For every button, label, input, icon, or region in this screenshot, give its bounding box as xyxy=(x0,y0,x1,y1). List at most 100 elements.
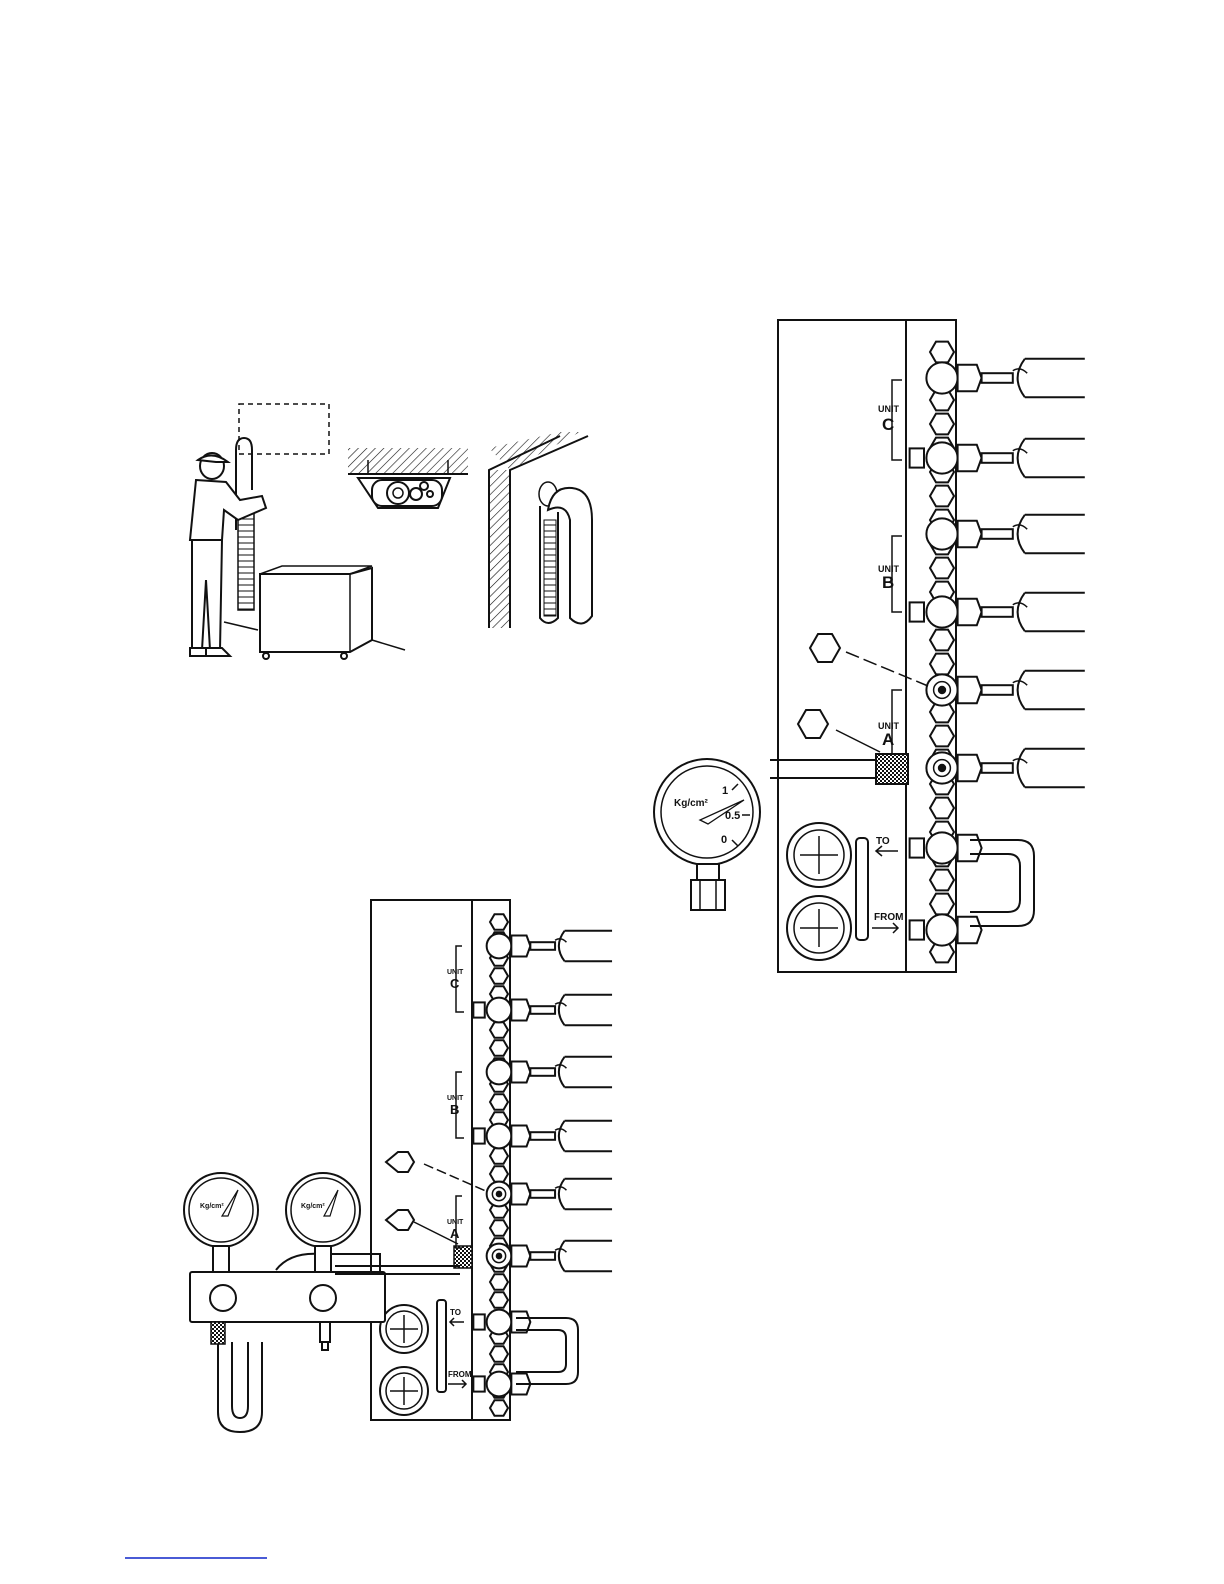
refrigerant-pipe xyxy=(1018,359,1085,397)
flare-nut xyxy=(958,917,982,943)
flare-nut xyxy=(958,445,982,471)
valve-body[interactable] xyxy=(487,1060,512,1085)
valve-body[interactable] xyxy=(926,442,957,473)
wall-penetration-detail xyxy=(489,432,592,628)
flare-nut xyxy=(511,1184,530,1205)
flare-nut xyxy=(511,1000,530,1021)
pipe-bend xyxy=(555,1129,566,1132)
hex-nut xyxy=(930,870,954,891)
pipe-stub xyxy=(982,685,1013,695)
pipe-stub xyxy=(530,942,555,950)
valve-body[interactable] xyxy=(926,518,957,549)
hex-nut xyxy=(490,1346,508,1362)
flare-nut xyxy=(910,838,924,857)
hex-nut xyxy=(490,1022,508,1038)
valve-body[interactable] xyxy=(926,914,957,945)
valve-body[interactable] xyxy=(487,934,512,959)
pipe-bend xyxy=(1013,449,1027,453)
pipe-stub xyxy=(982,373,1013,383)
gauge-left-unit: Kg/cm² xyxy=(200,1203,224,1210)
pipe-bend xyxy=(555,1249,566,1252)
valve-core-pin xyxy=(938,764,946,772)
hex-nut xyxy=(490,1094,508,1110)
pipe-stub xyxy=(982,607,1013,617)
pipe-stub xyxy=(982,529,1013,539)
pipe-cross-section xyxy=(348,448,468,508)
valve-body[interactable] xyxy=(487,1372,512,1397)
hex-nut xyxy=(930,894,954,915)
hex-nut xyxy=(930,726,954,747)
svg-text:C: C xyxy=(450,976,460,991)
refrigerant-pipe xyxy=(1018,749,1085,787)
valve-core-pin xyxy=(496,1253,503,1260)
hex-nut xyxy=(930,654,954,675)
pressure-gauge-left xyxy=(184,1173,258,1247)
valve-body[interactable] xyxy=(926,596,957,627)
pipe-bend xyxy=(1013,369,1027,373)
flare-nut xyxy=(958,599,982,625)
hex-nut xyxy=(930,342,954,363)
flare-nut xyxy=(473,1314,484,1329)
pressure-check-diagram: UNIT C UNIT B UNIT A TO FROM xyxy=(654,320,1085,972)
refrigerant-pipe xyxy=(559,931,612,961)
flare-nut xyxy=(958,677,982,703)
flare-nut xyxy=(511,1062,530,1083)
refrigerant-pipe xyxy=(1018,593,1085,631)
valve-body[interactable] xyxy=(487,998,512,1023)
svg-text:UNIT: UNIT xyxy=(447,1219,464,1226)
valve-body[interactable] xyxy=(926,362,957,393)
installation-illustration xyxy=(190,404,592,659)
pipe-stub xyxy=(530,1252,555,1260)
svg-text:UNIT: UNIT xyxy=(878,404,899,414)
flare-nut xyxy=(473,1128,484,1143)
refrigerant-pipe xyxy=(559,995,612,1025)
pipe-bend xyxy=(555,1003,566,1006)
svg-text:C: C xyxy=(882,415,894,434)
compound-gauge: Kg/cm² 1 0.5 0 xyxy=(654,759,760,910)
refrigerant-pipe xyxy=(1018,439,1085,477)
hex-nut xyxy=(490,1220,508,1236)
manifold-knob-high[interactable] xyxy=(310,1285,336,1311)
svg-text:UNIT: UNIT xyxy=(447,969,464,976)
flare-nut xyxy=(511,1126,530,1147)
valve-body[interactable] xyxy=(487,1124,512,1149)
pipe-bend xyxy=(555,1065,566,1068)
svg-text:TO: TO xyxy=(876,836,890,847)
hex-nut xyxy=(930,798,954,819)
pipe-bend xyxy=(1013,603,1027,607)
gauge-right-unit: Kg/cm² xyxy=(301,1203,325,1210)
svg-text:B: B xyxy=(882,573,894,592)
flare-nut xyxy=(910,448,924,467)
flare-nut xyxy=(910,920,924,939)
svg-text:A: A xyxy=(450,1226,460,1241)
footer-link-underline[interactable] xyxy=(125,1557,267,1559)
valve-body[interactable] xyxy=(926,832,957,863)
flare-nut xyxy=(958,755,982,781)
refrigerant-pipe xyxy=(559,1057,612,1087)
flare-nut xyxy=(511,936,530,957)
hex-nut xyxy=(930,414,954,435)
refrigerant-pipe xyxy=(559,1121,612,1151)
valve-body[interactable] xyxy=(487,1310,512,1335)
svg-text:FROM: FROM xyxy=(448,1370,472,1379)
pressure-gauge-right xyxy=(286,1173,360,1247)
refrigerant-pipe xyxy=(559,1241,612,1271)
gauge-tick-0: 0 xyxy=(721,834,727,846)
hex-nut xyxy=(490,1166,508,1182)
manifold-knob-low[interactable] xyxy=(210,1285,236,1311)
hose-coupler xyxy=(454,1246,472,1268)
hex-nut xyxy=(930,558,954,579)
flare-nut xyxy=(473,1002,484,1017)
gauge-unit-label: Kg/cm² xyxy=(674,798,709,809)
refrigerant-pipe xyxy=(1018,515,1085,553)
pipe-stub xyxy=(530,1190,555,1198)
hex-nut xyxy=(490,1274,508,1290)
gauge-tick-1: 1 xyxy=(722,785,728,797)
pipe-bend xyxy=(1013,681,1027,685)
flare-nut xyxy=(958,835,982,861)
hex-nut xyxy=(490,1400,508,1416)
valve-core-pin xyxy=(938,686,946,694)
pipe-bend xyxy=(1013,525,1027,529)
hex-nut xyxy=(490,1040,508,1056)
